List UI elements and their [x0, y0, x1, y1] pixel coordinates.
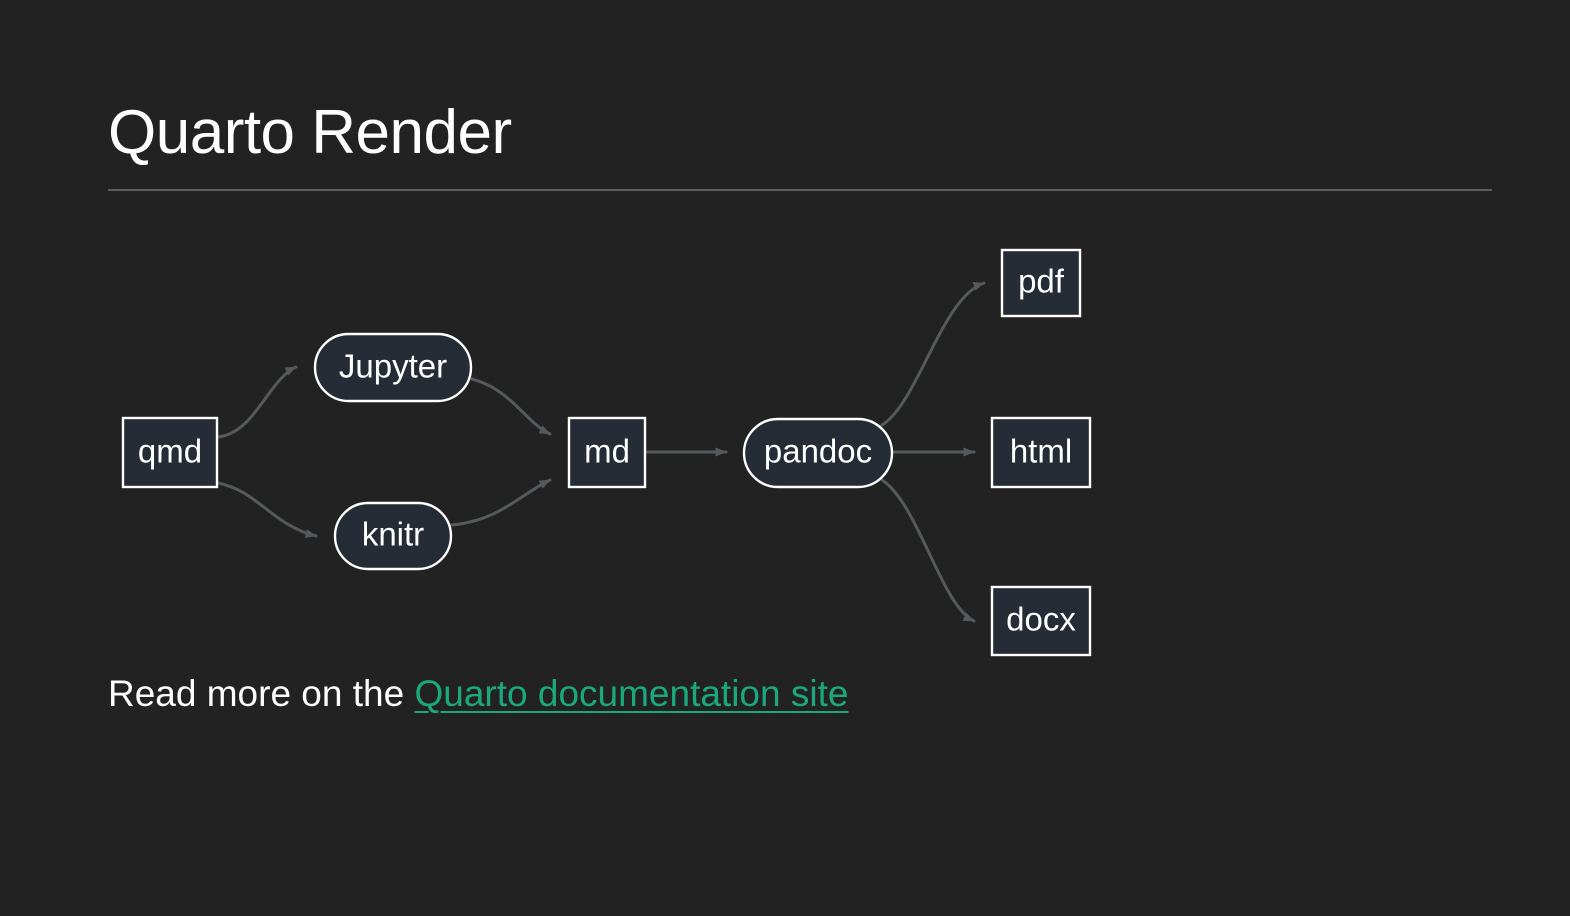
node-md[interactable]: md — [567, 416, 647, 489]
node-qmd[interactable]: qmd — [121, 416, 219, 489]
edge-qmd-to-jupyter — [216, 365, 298, 439]
node-pandoc-label: pandoc — [764, 433, 872, 470]
node-html-label: html — [1010, 433, 1072, 470]
node-knitr[interactable]: knitr — [333, 501, 453, 571]
quarto-render-flowchart: qmd Jupyter knitr md — [0, 215, 1570, 665]
edge-qmd-to-knitr — [216, 481, 318, 538]
node-pdf-label: pdf — [1018, 263, 1065, 300]
edge-pandoc-to-pdf — [880, 281, 986, 427]
node-jupyter-label: Jupyter — [339, 348, 447, 385]
edge-jupyter-to-md — [470, 377, 552, 436]
footer-paragraph: Read more on the Quarto documentation si… — [108, 671, 848, 717]
quarto-documentation-link[interactable]: Quarto documentation site — [414, 673, 849, 714]
node-knitr-label: knitr — [362, 516, 424, 553]
flowchart-svg: qmd Jupyter knitr md — [121, 248, 1092, 657]
title-block: Quarto Render — [108, 98, 1492, 192]
title-divider — [108, 189, 1492, 192]
footer-lead-text: Read more on the — [108, 673, 415, 714]
page-title: Quarto Render — [108, 98, 512, 167]
node-qmd-label: qmd — [138, 433, 202, 470]
node-jupyter[interactable]: Jupyter — [313, 332, 473, 403]
edge-pandoc-to-docx — [880, 478, 976, 623]
node-html[interactable]: html — [990, 416, 1092, 489]
node-md-label: md — [584, 433, 630, 470]
edge-knitr-to-md — [450, 478, 552, 527]
node-docx-label: docx — [1006, 601, 1076, 638]
node-pdf[interactable]: pdf — [1000, 248, 1082, 318]
flowchart-nodes: qmd Jupyter knitr md — [121, 248, 1092, 657]
node-pandoc[interactable]: pandoc — [742, 417, 894, 489]
node-docx[interactable]: docx — [990, 585, 1092, 657]
flowchart-edges — [216, 281, 986, 623]
